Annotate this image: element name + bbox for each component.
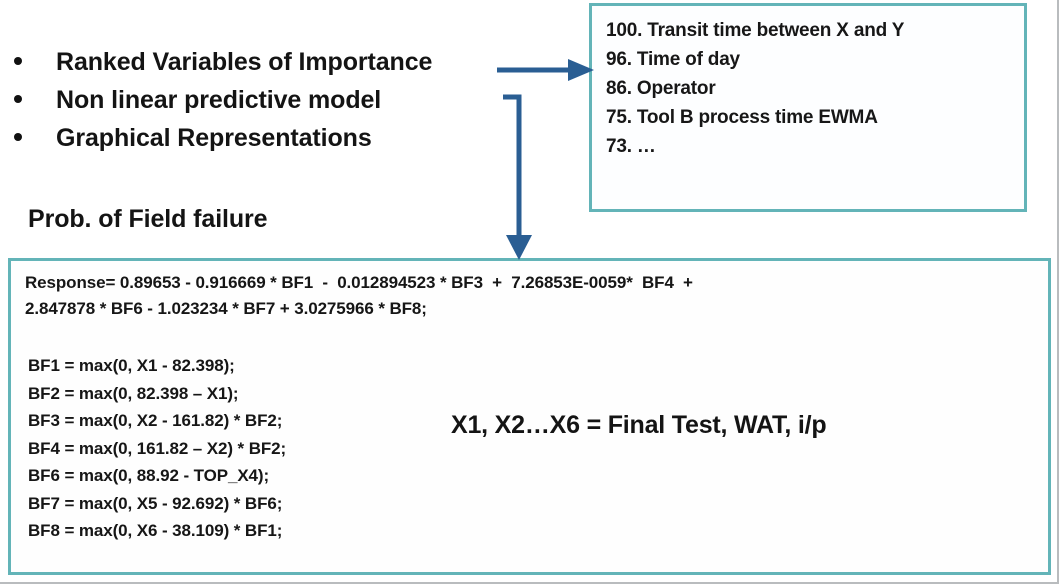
ranked-variables-box: 100. Transit time between X and Y 96. Ti… bbox=[589, 3, 1027, 212]
response-equation-line: Response= 0.89653 - 0.916669 * BF1 - 0.0… bbox=[25, 273, 693, 292]
arrow-to-ranked-box-icon bbox=[497, 59, 594, 81]
bullet-dot-icon bbox=[14, 133, 22, 141]
ranked-list-item: 86. Operator bbox=[606, 78, 716, 99]
bullet-item-label: Ranked Variables of Importance bbox=[56, 48, 433, 76]
basis-function-list: BF1 = max(0, X1 - 82.398); BF2 = max(0, … bbox=[28, 352, 286, 545]
page-frame-bottom-edge bbox=[0, 582, 1059, 584]
bullet-item-label: Graphical Representations bbox=[56, 124, 372, 152]
ranked-list-item: 96. Time of day bbox=[606, 49, 740, 70]
basis-function-line: BF4 = max(0, 161.82 – X2) * BF2; bbox=[28, 438, 287, 458]
basis-function-line: BF2 = max(0, 82.398 – X1); bbox=[28, 383, 239, 403]
ranked-list-item: 75. Tool B process time EWMA bbox=[606, 107, 878, 128]
basis-function-line: BF3 = max(0, X2 - 161.82) * BF2; bbox=[28, 411, 283, 430]
bullet-list: Ranked Variables of Importance Non linea… bbox=[14, 44, 484, 158]
basis-function-line: BF8 = max(0, X6 - 38.109) * BF1; bbox=[28, 521, 283, 540]
list-item: Ranked Variables of Importance bbox=[14, 44, 484, 82]
ranked-list-item: 100. Transit time between X and Y bbox=[606, 20, 905, 41]
basis-function-line: BF1 = max(0, X1 - 82.398); bbox=[28, 356, 235, 375]
variable-legend-note: X1, X2…X6 = Final Test, WAT, i/p bbox=[451, 411, 827, 439]
equation-box: Response= 0.89653 - 0.916669 * BF1 - 0.0… bbox=[8, 258, 1051, 575]
basis-function-line: BF7 = max(0, X5 - 92.692) * BF6; bbox=[28, 493, 283, 513]
basis-function-line: BF6 = max(0, 88.92 - TOP_X4); bbox=[28, 466, 270, 485]
list-item: Non linear predictive model bbox=[14, 82, 484, 120]
list-item: Graphical Representations bbox=[14, 120, 484, 158]
prob-of-field-failure-label: Prob. of Field failure bbox=[28, 205, 268, 233]
response-equation-line: 2.847878 * BF6 - 1.023234 * BF7 + 3.0275… bbox=[25, 299, 427, 318]
response-equation: Response= 0.89653 - 0.916669 * BF1 - 0.0… bbox=[25, 270, 1025, 322]
bullet-item-label: Non linear predictive model bbox=[56, 86, 382, 114]
bullet-dot-icon bbox=[14, 57, 22, 65]
ranked-variables-list: 100. Transit time between X and Y 96. Ti… bbox=[592, 6, 1024, 161]
arrow-to-equation-box-icon bbox=[503, 94, 532, 260]
ranked-list-item: 73. … bbox=[606, 136, 656, 157]
page-frame-right-edge bbox=[1057, 0, 1059, 584]
bullet-dot-icon bbox=[14, 95, 22, 103]
